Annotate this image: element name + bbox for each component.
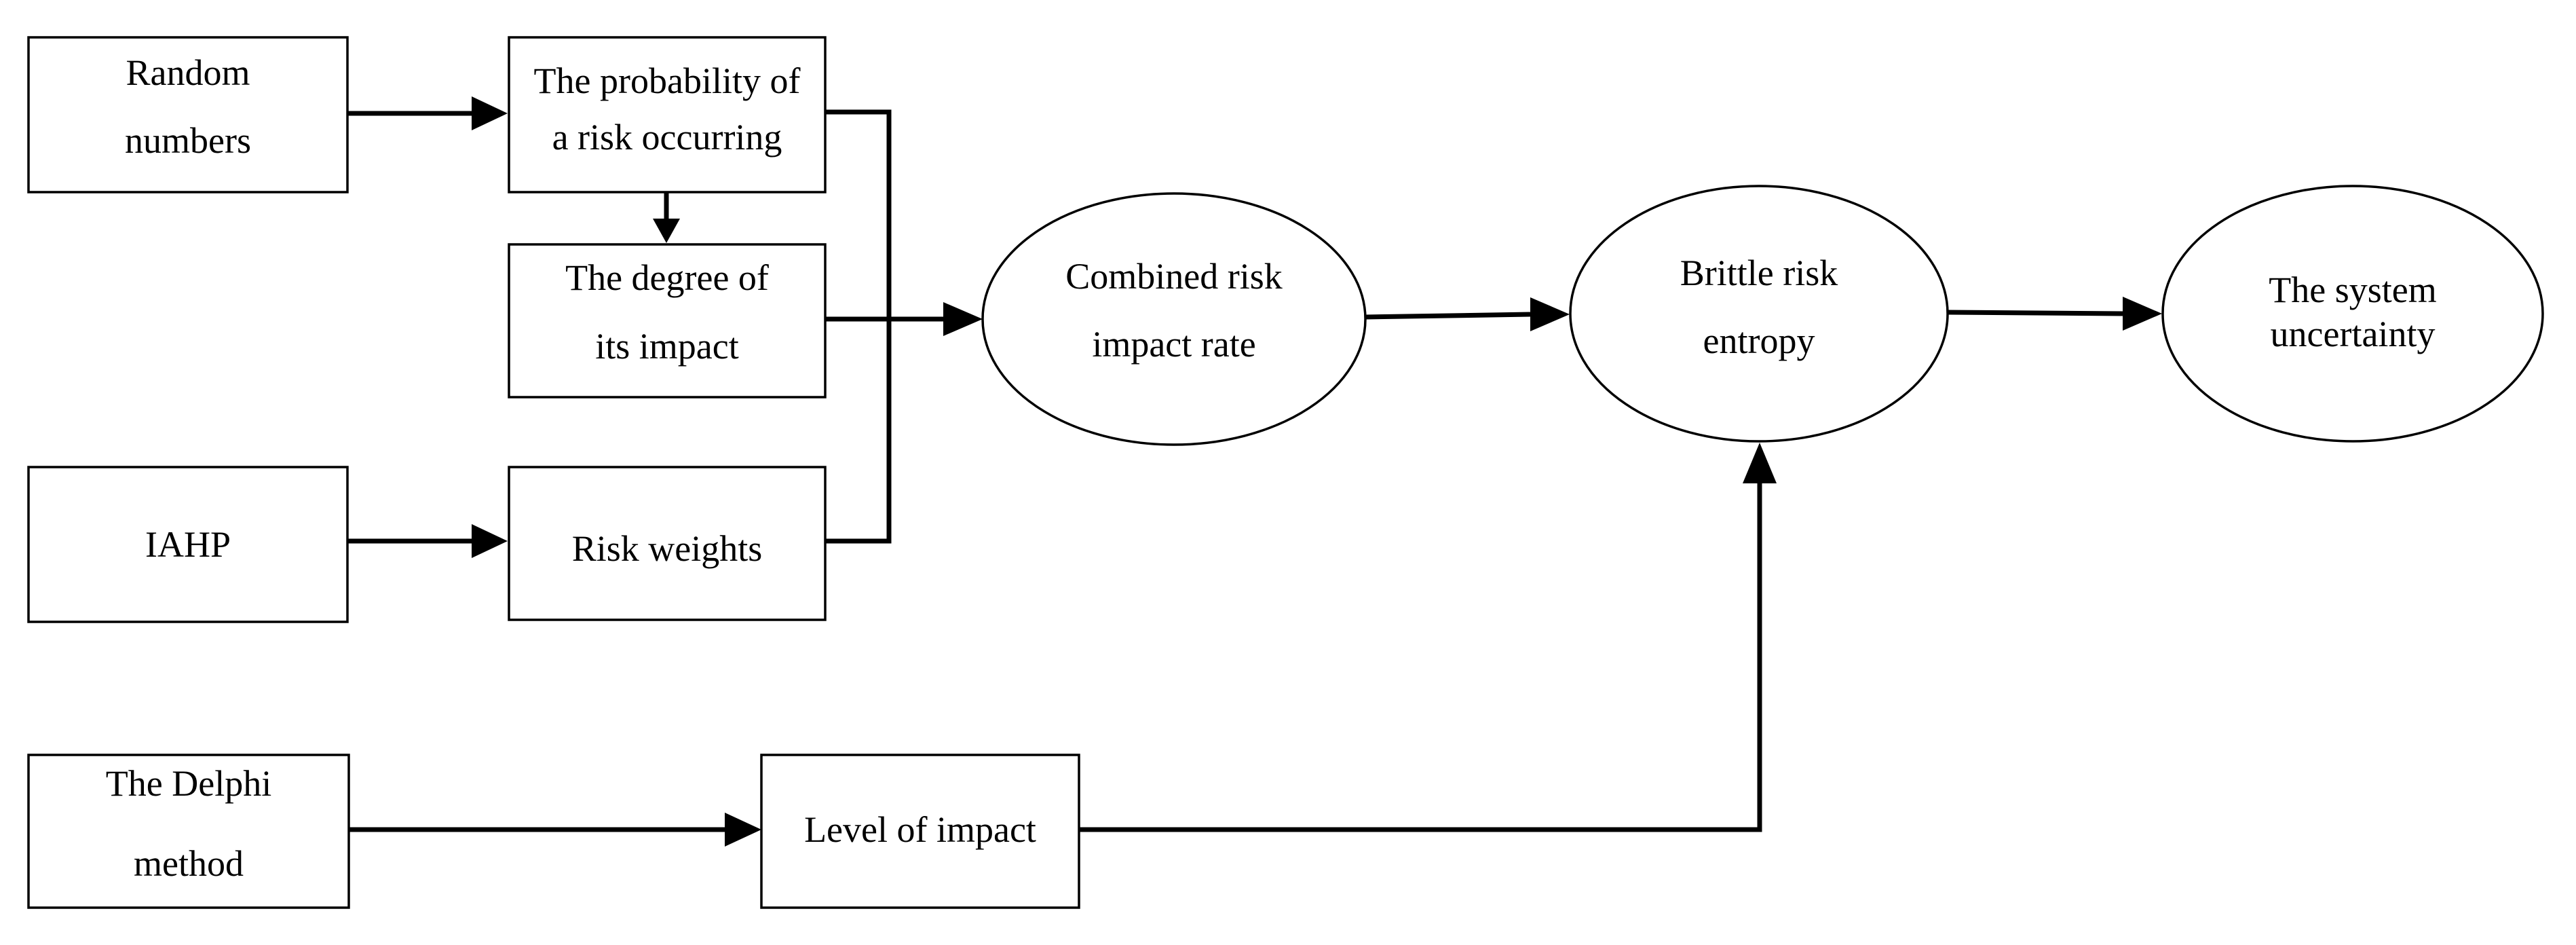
node-risk-weights: Risk weights (508, 466, 827, 621)
node-iahp: IAHP (27, 466, 349, 623)
node-level-of-impact: Level of impact (760, 754, 1080, 909)
node-probability-line1: The probability of (534, 60, 801, 101)
edge-level-to-brittle (1079, 443, 1777, 832)
edge-bracket-to-combined (825, 109, 983, 544)
edge-combined-to-brittle (1365, 297, 1570, 331)
node-system-uncertainty-line2: uncertainty (2271, 314, 2436, 354)
node-system-uncertainty: The system uncertainty (2161, 185, 2544, 443)
node-random-numbers: Random numbers (27, 36, 349, 193)
node-iahp-line1: IAHP (145, 524, 231, 565)
node-brittle-risk-line2: entropy (1703, 320, 1815, 361)
node-combined-risk: Combined risk impact rate (981, 192, 1367, 446)
edge-probability-to-degree (653, 191, 680, 243)
node-delphi-line1: The Delphi (106, 763, 271, 804)
node-probability-line2: a risk occurring (552, 117, 782, 158)
node-brittle-risk: Brittle risk entropy (1569, 185, 1949, 443)
edge-brittle-to-uncertainty (1947, 297, 2162, 331)
edge-random-to-probability (346, 96, 508, 130)
node-system-uncertainty-line1: The system (2269, 270, 2436, 310)
edge-iahp-to-riskweights (346, 524, 508, 558)
node-random-numbers-line1: Random (126, 52, 250, 93)
node-degree-of-impact-line1: The degree of (565, 257, 769, 298)
node-level-of-impact-line1: Level of impact (804, 809, 1036, 850)
edge-delphi-to-level (347, 813, 761, 847)
node-degree-of-impact-line2: its impact (595, 326, 738, 367)
node-combined-risk-line2: impact rate (1092, 324, 1255, 365)
node-random-numbers-line2: numbers (125, 120, 251, 161)
node-combined-risk-line1: Combined risk (1065, 256, 1283, 297)
node-risk-weights-line1: Risk weights (572, 528, 763, 569)
node-degree-of-impact: The degree of its impact (508, 243, 827, 399)
node-delphi: The Delphi method (27, 754, 350, 909)
node-probability: The probability of a risk occurring (508, 36, 827, 193)
node-brittle-risk-line1: Brittle risk (1680, 253, 1838, 293)
node-delphi-line2: method (134, 843, 244, 884)
